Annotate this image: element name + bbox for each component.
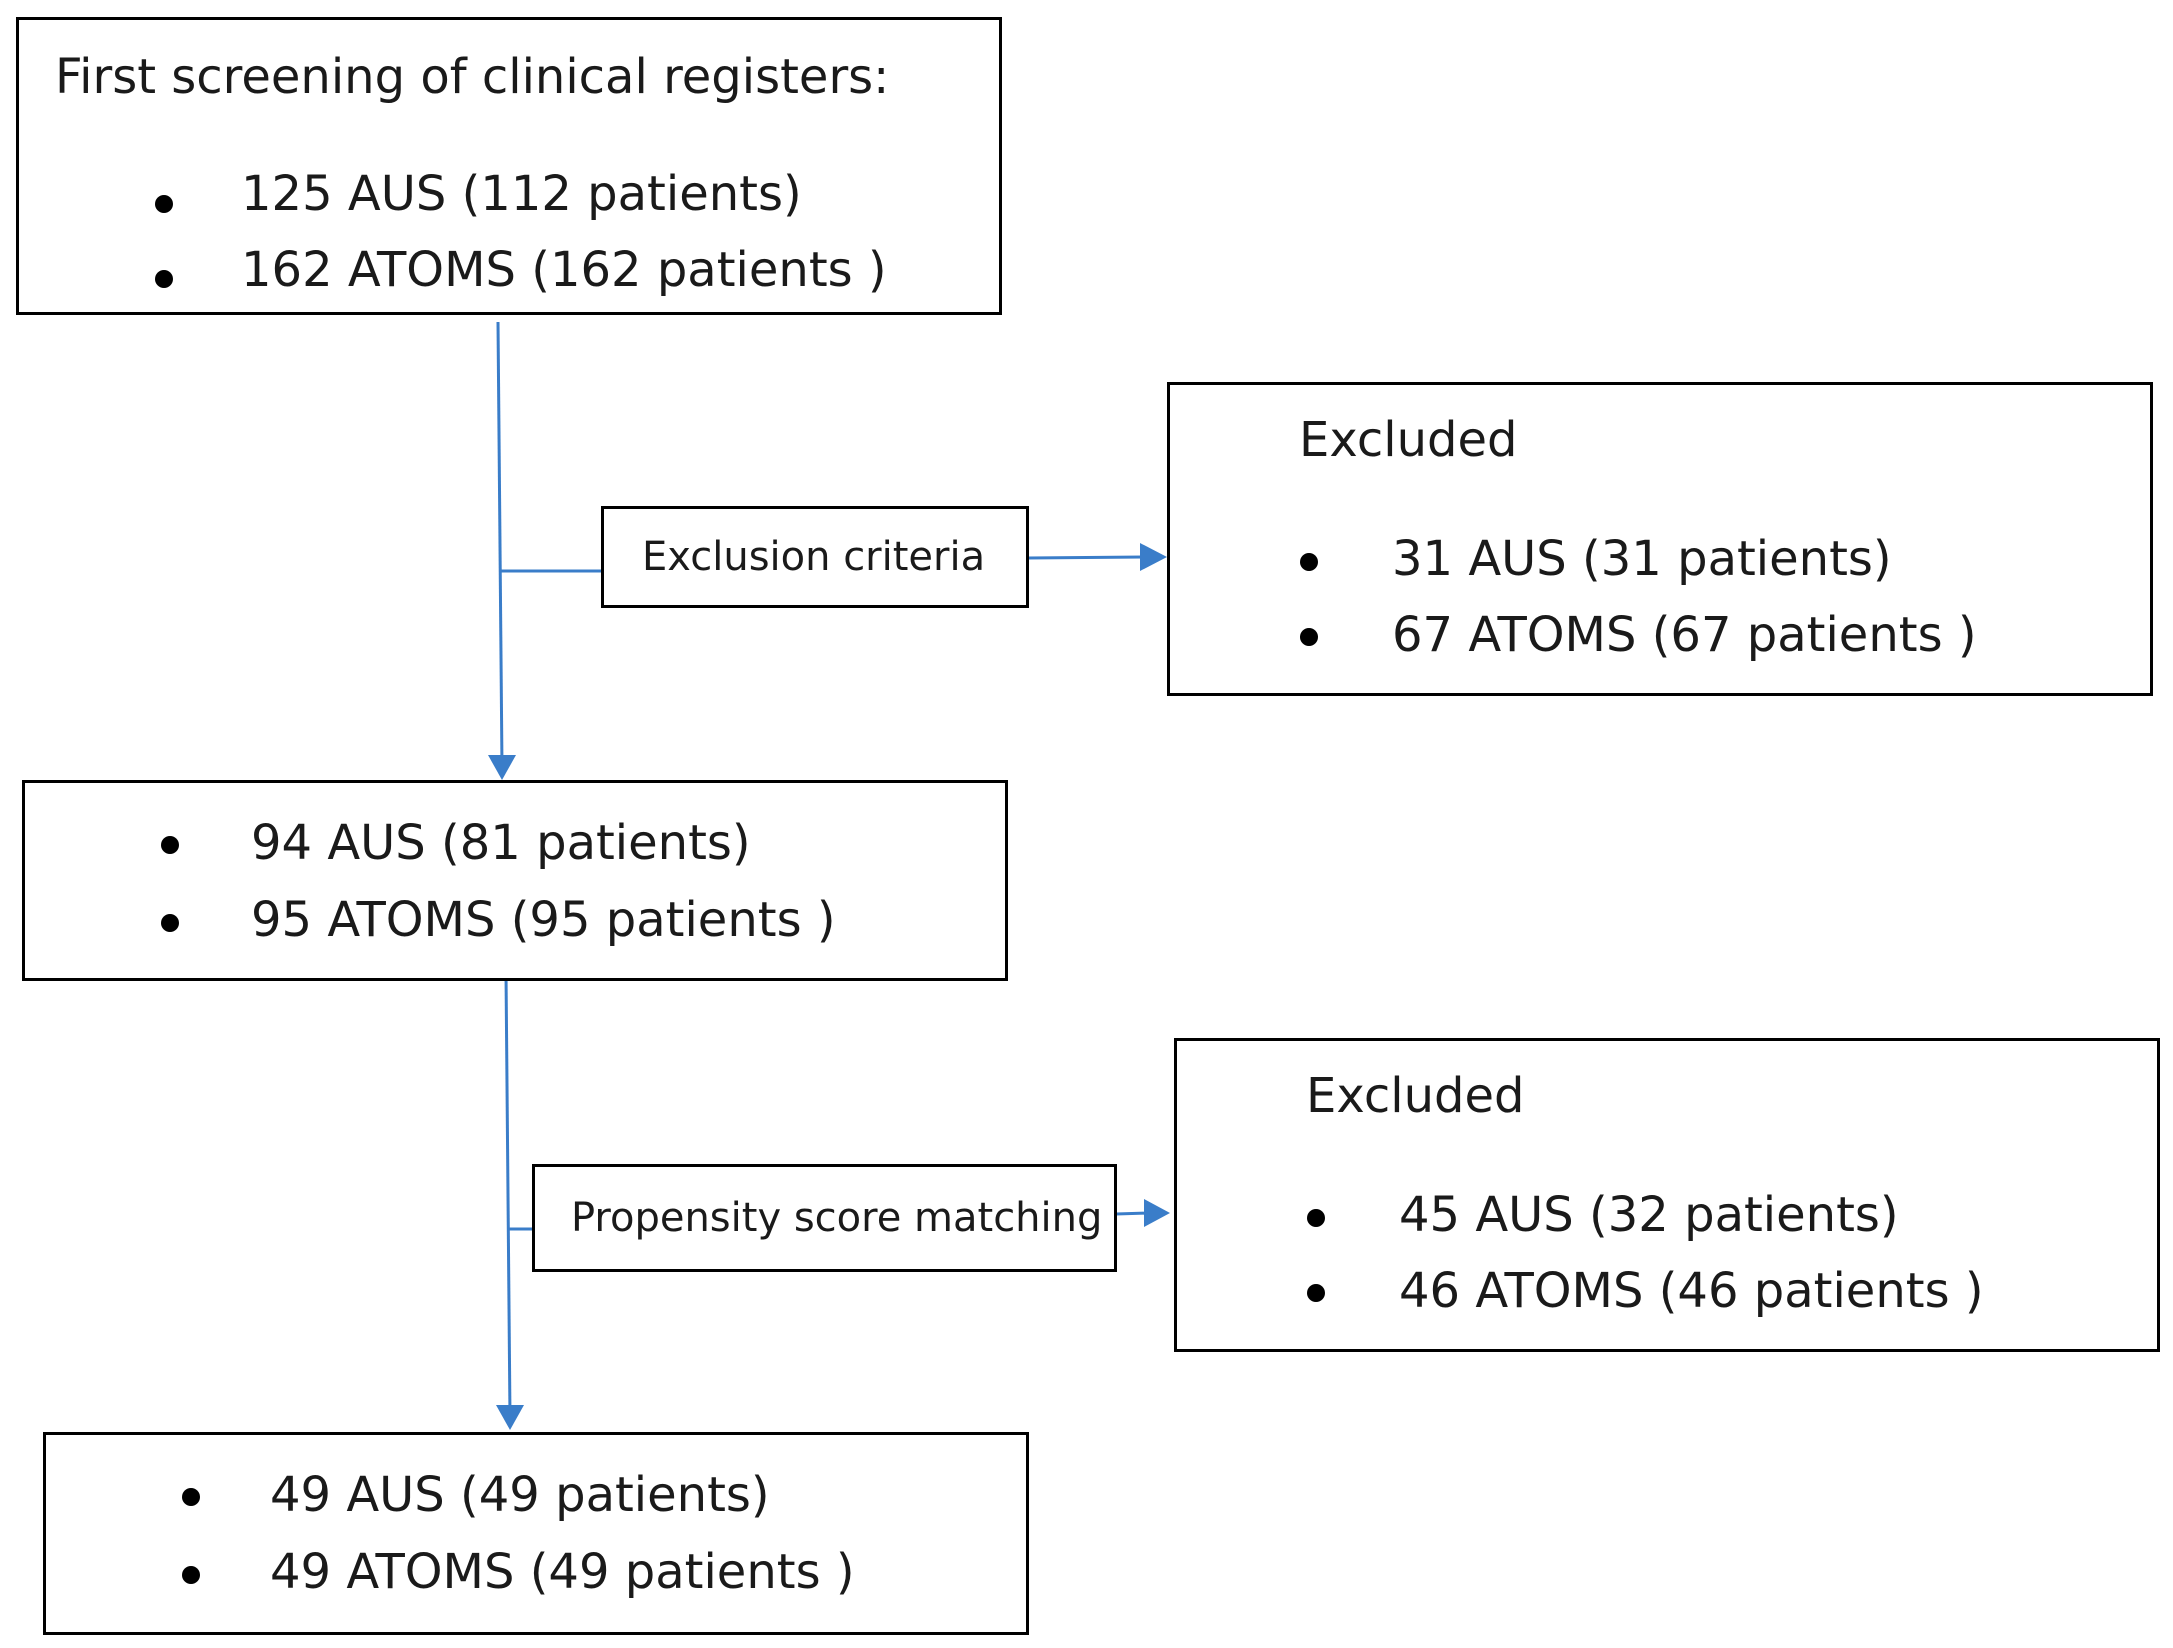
propensity-matching-text: Propensity score matching	[571, 1195, 1103, 1241]
eligible-box: 94 AUS (81 patients) 95 ATOMS (95 patien…	[22, 780, 1008, 981]
excluded-2-item-atoms: 46 ATOMS (46 patients )	[1399, 1263, 1984, 1319]
bullet-icon	[155, 270, 173, 288]
bullet-icon	[1307, 1284, 1325, 1302]
connector-eligible-to-final	[504, 972, 512, 1419]
final-box: 49 AUS (49 patients) 49 ATOMS (49 patien…	[43, 1432, 1029, 1635]
excluded-1-item-aus: 31 AUS (31 patients)	[1392, 531, 1892, 587]
final-item-atoms: 49 ATOMS (49 patients )	[270, 1544, 855, 1600]
screening-item-aus: 125 AUS (112 patients)	[241, 166, 802, 222]
excluded-box-2: Excluded 45 AUS (32 patients) 46 ATOMS (…	[1174, 1038, 2160, 1352]
bullet-icon	[1300, 553, 1318, 571]
screening-item-atoms: 162 ATOMS (162 patients )	[241, 242, 887, 298]
arrowhead-final	[496, 1405, 524, 1430]
eligible-item-aus: 94 AUS (81 patients)	[251, 815, 751, 871]
bullet-icon	[161, 836, 179, 854]
connector-exclusion-to-excluded	[1027, 555, 1147, 560]
bullet-icon	[161, 914, 179, 932]
screening-box: First screening of clinical registers: 1…	[16, 17, 1002, 315]
excluded-1-item-atoms: 67 ATOMS (67 patients )	[1392, 607, 1977, 663]
final-item-aus: 49 AUS (49 patients)	[270, 1467, 770, 1523]
propensity-matching-label: Propensity score matching	[532, 1164, 1117, 1272]
arrowhead-excluded-1	[1140, 543, 1167, 571]
excluded-1-title: Excluded	[1299, 412, 1518, 468]
bullet-icon	[155, 195, 173, 213]
connector-screening-to-eligible	[496, 321, 504, 769]
excluded-box-1: Excluded 31 AUS (31 patients) 67 ATOMS (…	[1167, 382, 2153, 696]
bullet-icon	[1307, 1209, 1325, 1227]
exclusion-criteria-text: Exclusion criteria	[642, 534, 986, 580]
screening-title: First screening of clinical registers:	[55, 49, 890, 105]
eligible-item-atoms: 95 ATOMS (95 patients )	[251, 892, 836, 948]
bullet-icon	[182, 1566, 200, 1584]
arrowhead-excluded-2	[1144, 1199, 1170, 1227]
excluded-2-item-aus: 45 AUS (32 patients)	[1399, 1187, 1899, 1243]
bullet-icon	[1300, 628, 1318, 646]
excluded-2-title: Excluded	[1306, 1068, 1525, 1124]
bullet-icon	[182, 1488, 200, 1506]
arrowhead-eligible	[488, 755, 516, 780]
exclusion-criteria-label: Exclusion criteria	[601, 506, 1029, 608]
